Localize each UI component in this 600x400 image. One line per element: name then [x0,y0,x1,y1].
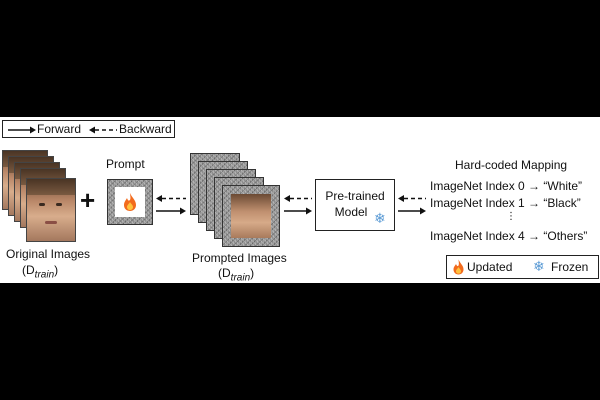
pretrained-model-box: Pre-trained Model ❄ [315,179,395,231]
snowflake-icon: ❄ [374,210,386,226]
backward-arrow-icon [89,126,117,134]
updated-label: Updated [467,260,513,274]
model-label-line2: Model [334,205,368,219]
flame-icon [124,193,136,211]
update-status-legend: Updated ❄ Frozen [446,255,599,279]
mapping-title: Hard-coded Mapping [455,158,568,172]
model-label-line1: Pre-trained [325,189,385,203]
mapping-row: ImageNet Index 0 → “White” [430,179,583,193]
face-image-front [26,178,76,242]
prompted-images-dataset: (Dtrain) [218,266,255,283]
prompt-frame [107,179,153,225]
arrow-legend: Forward Backward [2,120,175,138]
mapping-row: ImageNet Index 4 → “Others” [430,229,588,243]
flame-icon [453,259,464,275]
plus-sign: + [80,185,96,215]
mapping-row: ImageNet Index 1 → “Black” [430,196,581,210]
backward-label: Backward [119,122,172,136]
diagram-canvas: Forward Backward Original Images (Dtrain… [0,117,600,283]
mapping-arrows [398,195,426,215]
original-images-label: Original Images [6,247,91,261]
mapping-ellipsis: ⋮ [506,211,516,222]
prompted-image-front [222,185,280,247]
prompted-images-label: Prompted Images [192,251,287,265]
frozen-label: Frozen [551,260,589,274]
forward-label: Forward [37,122,82,136]
snowflake-icon: ❄ [533,258,545,274]
forward-arrow-icon [8,126,36,134]
prompt-arrows [156,195,186,215]
original-images-dataset: (Dtrain) [22,263,59,281]
model-input-arrows [284,195,312,215]
prompt-label: Prompt [106,157,145,171]
